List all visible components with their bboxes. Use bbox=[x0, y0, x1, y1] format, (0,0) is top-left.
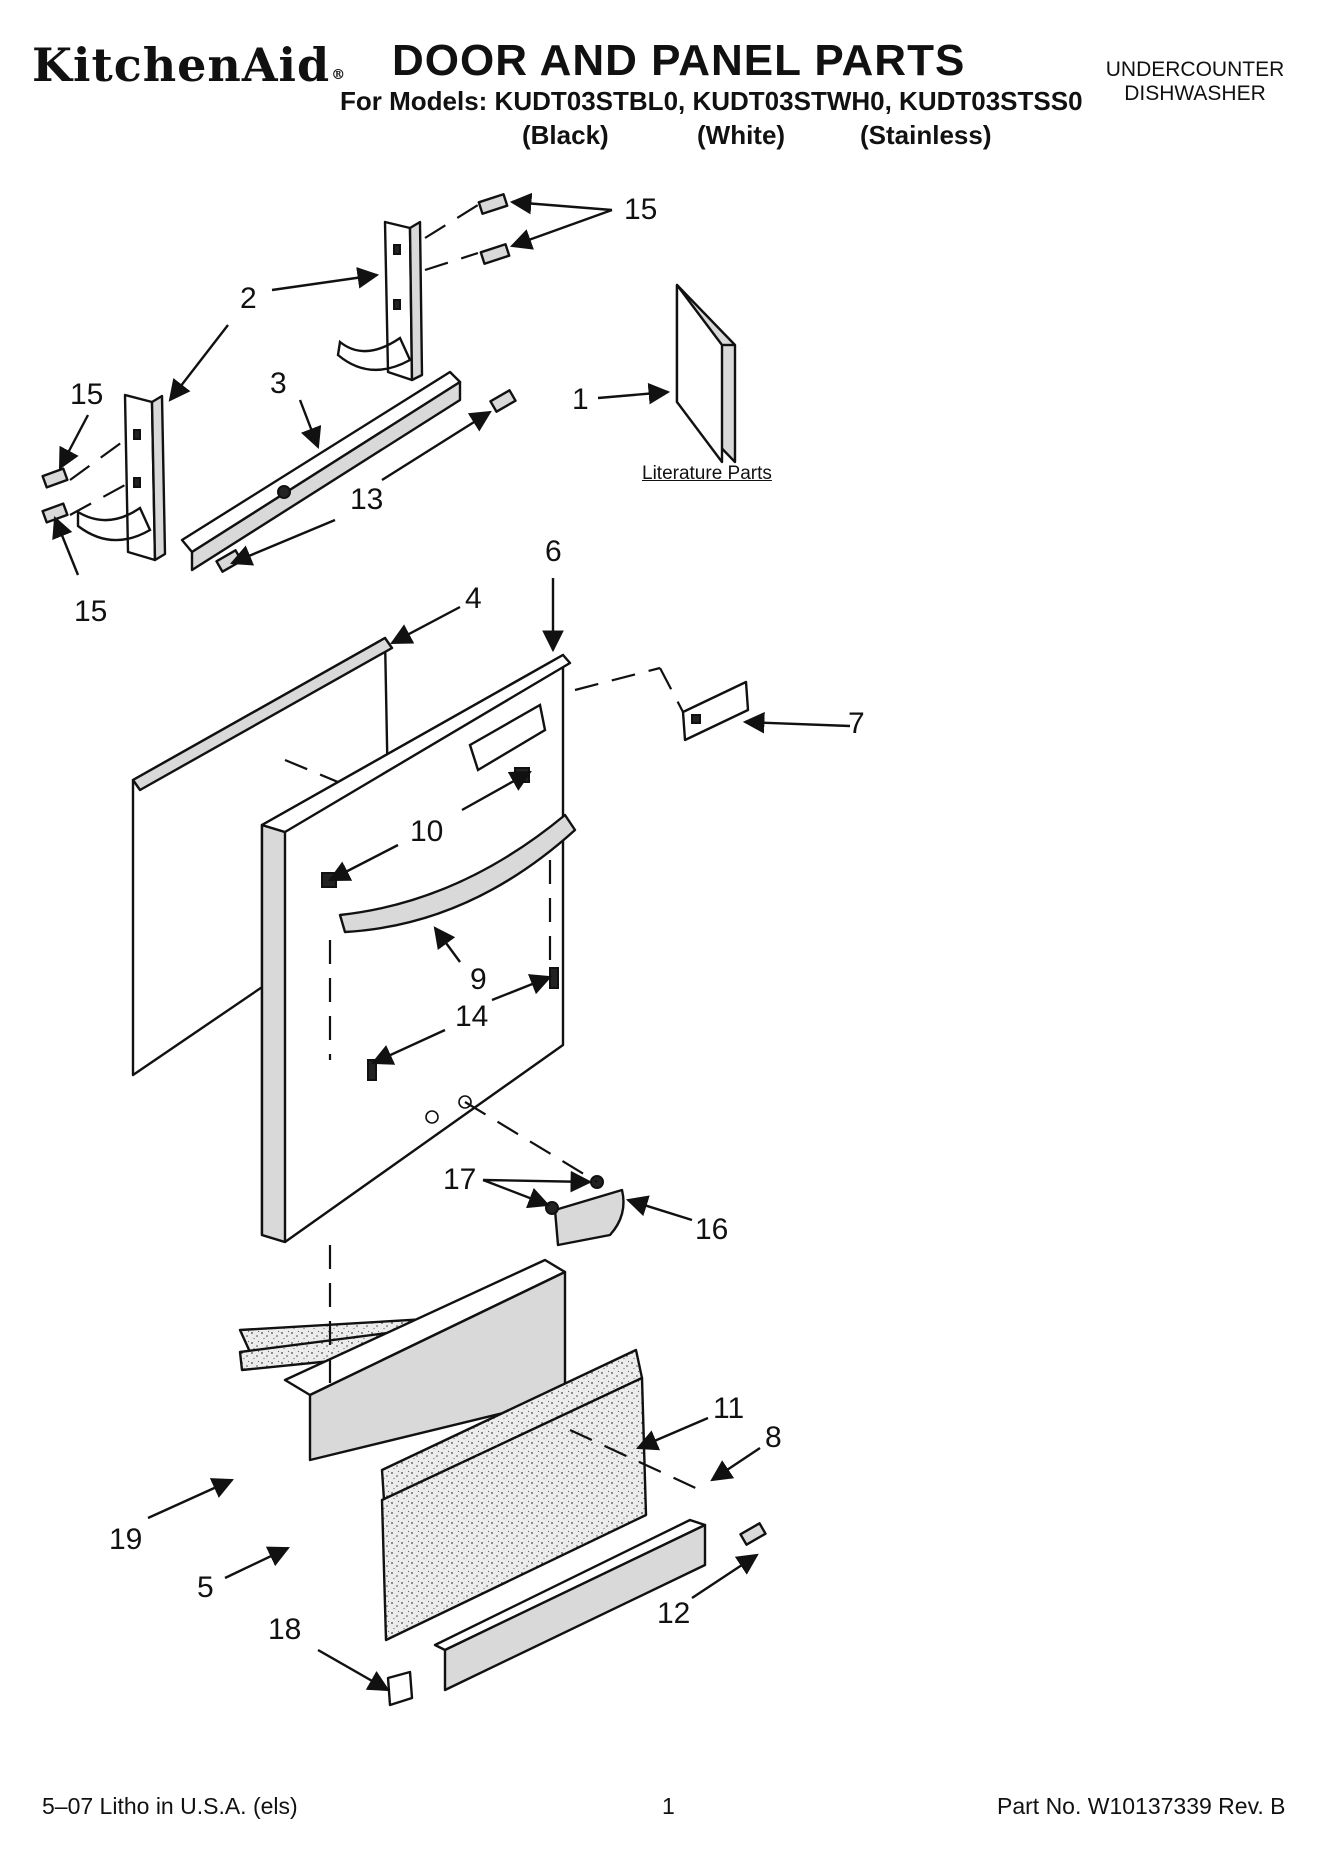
assembly-lines bbox=[69, 204, 701, 1491]
callout-15-left: 15 bbox=[70, 378, 104, 411]
callout-10: 10 bbox=[410, 815, 444, 848]
callout-1: 1 bbox=[572, 383, 589, 416]
trim-strip bbox=[433, 1518, 707, 1692]
clip bbox=[386, 1670, 414, 1707]
page-number: 1 bbox=[662, 1793, 675, 1819]
callout-18: 18 bbox=[268, 1613, 302, 1646]
category-line-2: DISHWASHER bbox=[1124, 82, 1266, 105]
callout-2: 2 bbox=[240, 282, 257, 315]
switch-bracket bbox=[681, 680, 750, 742]
hinge-bracket-right bbox=[336, 220, 424, 382]
door-handle bbox=[338, 813, 577, 934]
foam-strip-lower bbox=[380, 1348, 648, 1642]
variant-white: (White) bbox=[697, 120, 786, 150]
callout-16: 16 bbox=[695, 1213, 729, 1246]
variant-stainless: (Stainless) bbox=[860, 120, 992, 150]
callout-19: 19 bbox=[109, 1523, 143, 1556]
callout-15-bottom: 15 bbox=[74, 595, 108, 628]
brand-name: KitchenAid bbox=[32, 38, 331, 92]
brand-logo: KitchenAid® bbox=[32, 38, 346, 92]
callout-12: 12 bbox=[657, 1597, 691, 1630]
callout-7: 7 bbox=[848, 707, 865, 740]
brand-trademark: ® bbox=[331, 67, 347, 83]
literature-parts-label: Literature Parts bbox=[642, 463, 772, 484]
callout-5: 5 bbox=[197, 1571, 214, 1604]
variant-black: (Black) bbox=[522, 120, 609, 150]
callout-17: 17 bbox=[443, 1163, 477, 1196]
category-line-1: UNDERCOUNTER bbox=[1105, 58, 1285, 81]
part-number: Part No. W10137339 Rev. B bbox=[997, 1793, 1286, 1819]
callout-8: 8 bbox=[765, 1421, 782, 1454]
models-line: For Models: KUDT03STBL0, KUDT03STWH0, KU… bbox=[340, 86, 1083, 116]
litho-info: 5–07 Litho in U.S.A. (els) bbox=[42, 1793, 298, 1819]
callout-9: 9 bbox=[470, 963, 487, 996]
door-badge bbox=[553, 1188, 625, 1247]
callout-15-top: 15 bbox=[624, 193, 658, 226]
literature-booklet bbox=[675, 283, 737, 464]
leader-arrows bbox=[52, 192, 851, 1692]
callout-11: 11 bbox=[713, 1392, 745, 1425]
hinge-bracket-left bbox=[76, 393, 167, 562]
page-title: DOOR AND PANEL PARTS bbox=[392, 36, 966, 85]
channel-bar bbox=[180, 370, 462, 572]
callout-14: 14 bbox=[455, 1000, 489, 1033]
appliance-category: UNDERCOUNTER DISHWASHER bbox=[1090, 58, 1300, 106]
callout-4: 4 bbox=[465, 582, 482, 615]
callout-13: 13 bbox=[350, 483, 384, 516]
callout-6: 6 bbox=[545, 535, 562, 568]
outer-door-panel bbox=[260, 653, 572, 1244]
callout-3: 3 bbox=[270, 367, 287, 400]
